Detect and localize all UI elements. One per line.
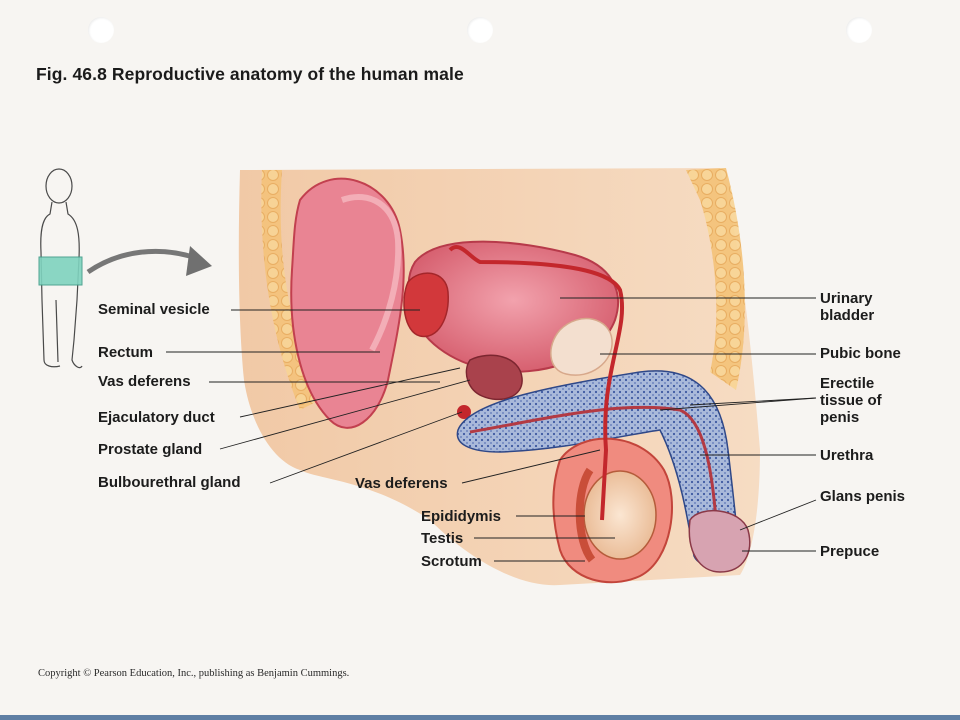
label-scrotum: Scrotum [421, 553, 482, 570]
binder-hole-center [467, 17, 493, 43]
label-urethra: Urethra [820, 447, 874, 464]
label-prepuce: Prepuce [820, 543, 880, 560]
arrow-head [186, 246, 212, 276]
label-vas-deferens-lower: Vas deferens [355, 475, 448, 492]
label-prostate-gland: Prostate gland [98, 441, 203, 458]
abdominal-fat-layer [686, 168, 745, 390]
label-urinary-bladder-1: Urinary [820, 290, 873, 307]
binder-hole-right [846, 17, 872, 43]
label-vas-deferens-left: Vas deferens [98, 373, 191, 390]
label-bulbourethral-gland: Bulbourethral gland [98, 474, 241, 491]
label-pubic-bone: Pubic bone [820, 345, 901, 362]
label-epididymis: Epididymis [421, 508, 502, 525]
binder-hole-left [88, 17, 114, 43]
label-erectile-3: penis [820, 409, 860, 426]
vas-deferens-path [448, 245, 625, 521]
pubic-bone-shape [550, 317, 613, 376]
glans-shape [688, 509, 751, 573]
copyright-notice: Copyright © Pearson Education, Inc., pub… [38, 668, 350, 679]
label-glans-penis: Glans penis [820, 488, 906, 505]
rectum-shape [290, 177, 405, 429]
prostate-shape [465, 354, 523, 401]
label-erectile-1: Erectile [820, 375, 875, 392]
label-erectile-2: tissue of [820, 392, 882, 409]
seminal-vesicle-shape [403, 272, 449, 338]
label-rectum: Rectum [98, 344, 154, 361]
leader-lines [166, 297, 817, 562]
epididymis-shape [575, 467, 596, 563]
label-ejaculatory-duct: Ejaculatory duct [98, 409, 215, 426]
figure-title: Fig. 46.8 Reproductive anatomy of the hu… [36, 64, 464, 84]
locator-box [38, 256, 83, 286]
bottom-accent-bar [0, 715, 960, 720]
label-seminal-vesicle: Seminal vesicle [98, 301, 210, 318]
testis-shape [583, 470, 657, 560]
label-testis: Testis [421, 530, 464, 547]
label-urinary-bladder-2: bladder [820, 307, 875, 324]
curved-arrow [86, 248, 197, 275]
bulbourethral-gland-shape [457, 405, 471, 419]
